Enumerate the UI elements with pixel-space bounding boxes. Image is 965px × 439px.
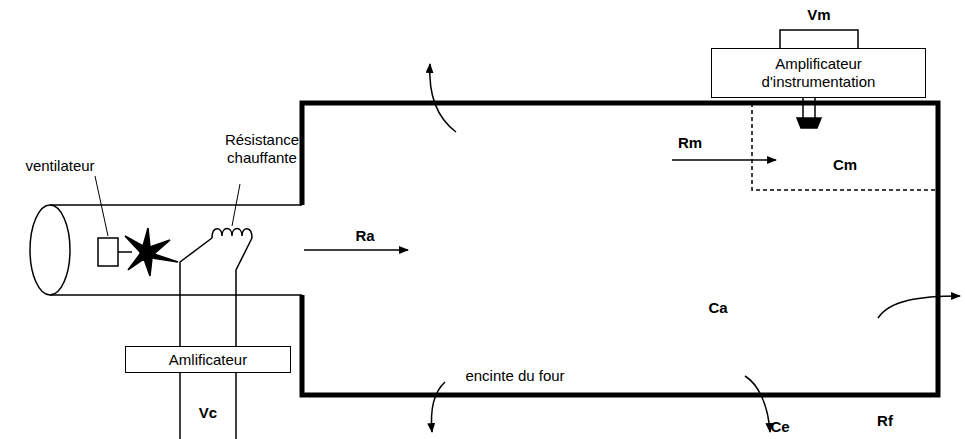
text-label: Rf	[877, 412, 893, 430]
text-label: Vc	[199, 404, 217, 422]
text-label: Rm	[678, 134, 702, 152]
heat-loss-arrow	[430, 64, 960, 432]
oven-enclosure	[302, 103, 938, 395]
text-label: Cm	[833, 156, 857, 174]
leader-line	[95, 176, 240, 236]
text-label: Ca	[708, 299, 727, 317]
temperature-sensor	[797, 98, 821, 128]
text-label: Vm	[807, 6, 830, 24]
box-text: Amplificateur d'instrumentation	[720, 55, 917, 91]
flow-arrow	[304, 160, 776, 250]
amplifier-box: Amlificateur	[125, 346, 291, 373]
output-wire	[780, 30, 858, 48]
text-label: Ra	[355, 227, 374, 245]
heating-resistor	[180, 229, 252, 439]
air-duct	[30, 205, 302, 295]
text-label: ventilateur	[25, 157, 94, 175]
text-label: Ce	[770, 418, 789, 436]
text-label: Résistance chauffante	[215, 131, 310, 167]
box-text: Amlificateur	[169, 351, 247, 369]
amplifier-box: Amplificateur d'instrumentation	[711, 48, 926, 98]
fan-symbol	[98, 228, 178, 276]
measurement-zone	[752, 103, 935, 190]
text-label: encinte du four	[465, 367, 564, 385]
